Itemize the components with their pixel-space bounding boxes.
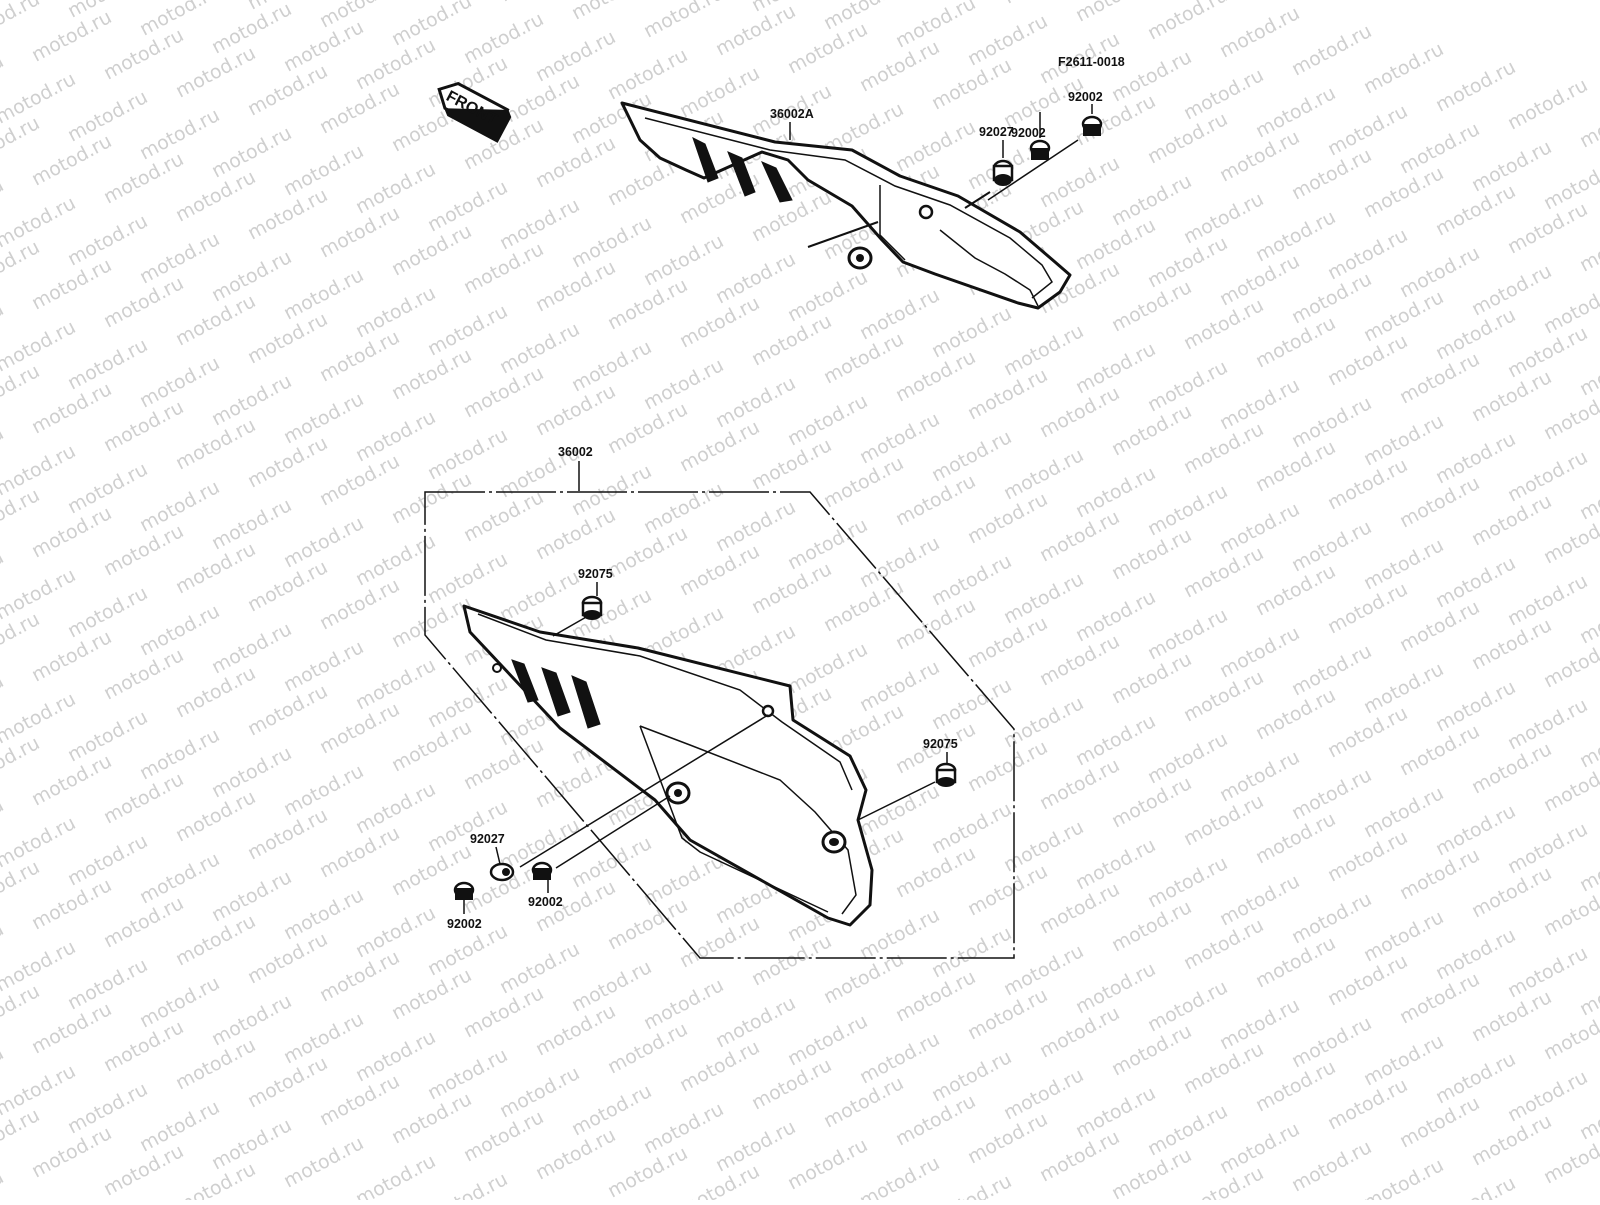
watermark-text: motod.ru xyxy=(0,0,43,48)
lower-cover-outline xyxy=(462,604,874,927)
lower-louver-1 xyxy=(511,659,539,703)
watermark-text: motod.ru xyxy=(1144,0,1231,44)
watermark-text: motod.ru xyxy=(1432,56,1519,116)
watermark-text: motod.ru xyxy=(0,936,79,996)
lower-louver-3 xyxy=(571,675,601,729)
label-lower-bolt-a: 92002 xyxy=(528,895,563,909)
lower-cover xyxy=(462,604,874,927)
upper-cover-36002A xyxy=(620,101,1072,310)
label-36002A: 36002A xyxy=(770,107,814,121)
watermark-text: motod.ru xyxy=(0,68,79,128)
watermark-text: motod.ru xyxy=(0,812,79,872)
lower-grommet-a-92075 xyxy=(581,595,603,620)
watermark-text: motod.ru xyxy=(1576,588,1600,648)
lower-bolt-b-92002 xyxy=(453,881,475,900)
lower-fasteners xyxy=(453,582,957,914)
label-upper-bolt-a: 92002 xyxy=(1011,126,1046,140)
lower-grommet-b-92075 xyxy=(935,762,957,787)
watermark-text: motod.ru xyxy=(0,564,79,624)
upper-fasteners xyxy=(964,104,1103,209)
watermark-text: motod.ru xyxy=(1576,960,1600,1020)
label-lower-bolt-b: 92002 xyxy=(447,917,482,931)
watermark-text: motod.ru xyxy=(1576,836,1600,896)
assembly-frame xyxy=(424,491,1015,959)
watermark-text: motod.ru xyxy=(1504,74,1591,134)
watermark-text: motod.ru xyxy=(0,688,79,748)
upper-mount-hole-2 xyxy=(918,204,934,220)
lower-mount-hole-3 xyxy=(761,704,775,718)
label-lower-grommet-b: 92075 xyxy=(923,737,958,751)
watermark-text: motod.ru xyxy=(1576,464,1600,524)
watermark-text: motod.ru xyxy=(0,192,79,252)
front-arrow: FRONT xyxy=(437,81,512,143)
watermark-text: motod.ru xyxy=(1576,340,1600,400)
upper-louver-2 xyxy=(727,151,756,197)
watermark-text: motod.ru xyxy=(1360,38,1447,98)
label-lower-grommet-a: 92075 xyxy=(578,567,613,581)
watermark-text: motod.ru xyxy=(1216,2,1303,62)
upper-louver-3 xyxy=(761,161,793,203)
watermark-text: motod.ru xyxy=(1288,1136,1375,1196)
watermark-text: motod.ru xyxy=(352,1150,439,1200)
watermark-text: motod.ru xyxy=(640,0,727,42)
lower-bolt-a-92002 xyxy=(531,861,553,880)
watermark-text: motod.ru xyxy=(1576,92,1600,152)
watermark-text: motod.ru xyxy=(1576,1084,1600,1144)
watermark-text: motod.ru xyxy=(928,1170,1015,1200)
label-upper-collar: 92027 xyxy=(979,125,1014,139)
watermark-text: motod.ru xyxy=(1576,216,1600,276)
watermark-text: motod.ru xyxy=(0,1166,7,1200)
label-upper-bolt-b: 92002 xyxy=(1068,90,1103,104)
upper-louver-1 xyxy=(692,137,719,183)
watermark-text: motod.ru xyxy=(0,440,79,500)
watermark-text: motod.ru xyxy=(1288,20,1375,80)
watermark-text: motod.ru xyxy=(280,1132,367,1192)
watermark-text: motod.ru xyxy=(1576,712,1600,772)
label-lower-collar: 92027 xyxy=(470,832,505,846)
watermark-text: motod.ru xyxy=(1072,0,1159,26)
lower-collar-92027 xyxy=(489,862,515,882)
watermark-text: motod.ru xyxy=(784,1134,871,1194)
watermark-text: motod.ru xyxy=(856,1152,943,1200)
lower-louver-2 xyxy=(541,667,571,717)
watermark-text: motod.ru xyxy=(1432,1172,1519,1200)
watermark-text: motod.ru xyxy=(0,316,79,376)
label-36002: 36002 xyxy=(558,445,593,459)
watermark-text: motod.ru xyxy=(1360,1154,1447,1200)
watermark-text: motod.ru xyxy=(424,1168,511,1200)
diagram-code: F2611-0018 xyxy=(1058,55,1125,69)
watermark-text: motod.ru xyxy=(0,1060,79,1120)
